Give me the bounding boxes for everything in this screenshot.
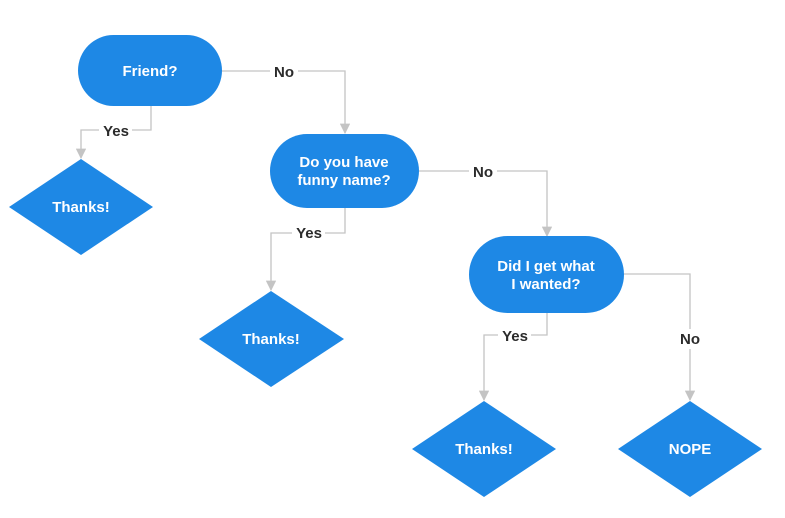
terminal-nope-shape: [618, 401, 762, 497]
decision-friend-shape: [78, 35, 222, 106]
decision-got-what-wanted-label-line-1: Did I get what: [497, 258, 595, 275]
decision-friend-label: Friend?: [123, 63, 178, 80]
terminal-thanks-3-label: Thanks!: [455, 441, 513, 458]
terminal-thanks-3-shape: [412, 401, 556, 497]
decision-funny-name-shape: [270, 134, 419, 208]
terminal-thanks-2: Thanks!: [199, 291, 344, 387]
edge-labels: No Yes No Yes Yes No: [99, 62, 704, 349]
connectors: [75, 70, 696, 402]
terminal-thanks-2-shape: [199, 291, 344, 387]
terminal-thanks-1: Thanks!: [9, 159, 153, 255]
decision-friend: Friend?: [78, 35, 222, 106]
edge-label-funny-yes-text: Yes: [296, 225, 322, 242]
edge-label-wanted-yes-text: Yes: [502, 328, 528, 345]
terminal-nope-label: NOPE: [669, 441, 712, 458]
terminal-thanks-1-label: Thanks!: [52, 199, 110, 216]
decision-got-what-wanted-shape: [469, 236, 624, 313]
edge-label-wanted-yes: Yes: [498, 326, 531, 346]
edge-label-funny-yes: Yes: [292, 223, 325, 243]
decision-got-what-wanted-label-line-2: I wanted?: [511, 276, 580, 293]
edge-label-wanted-no-text: No: [680, 331, 700, 348]
nodes: Friend? Do you have funny name? Did I ge…: [9, 35, 762, 497]
edge-label-friend-yes-text: Yes: [103, 123, 129, 140]
edge-label-funny-no: No: [469, 162, 497, 182]
edge-funny-yes: [265, 208, 346, 292]
edge-label-wanted-no: No: [676, 329, 704, 349]
edge-label-friend-no-text: No: [274, 64, 294, 81]
decision-funny-name-label-line-1: Do you have: [299, 154, 388, 171]
terminal-thanks-1-shape: [9, 159, 153, 255]
edge-label-funny-no-text: No: [473, 164, 493, 181]
terminal-thanks-3: Thanks!: [412, 401, 556, 497]
edge-funny-no: [418, 170, 553, 238]
edge-label-friend-no: No: [270, 62, 298, 82]
decision-funny-name-label-line-2: funny name?: [297, 172, 390, 189]
edge-friend-no: [221, 70, 351, 135]
decision-funny-name: Do you have funny name?: [270, 134, 419, 208]
edge-wanted-no: [623, 273, 696, 402]
edge-label-friend-yes: Yes: [99, 121, 132, 141]
terminal-thanks-2-label: Thanks!: [242, 331, 300, 348]
terminal-nope: NOPE: [618, 401, 762, 497]
decision-got-what-wanted: Did I get what I wanted?: [469, 236, 624, 313]
